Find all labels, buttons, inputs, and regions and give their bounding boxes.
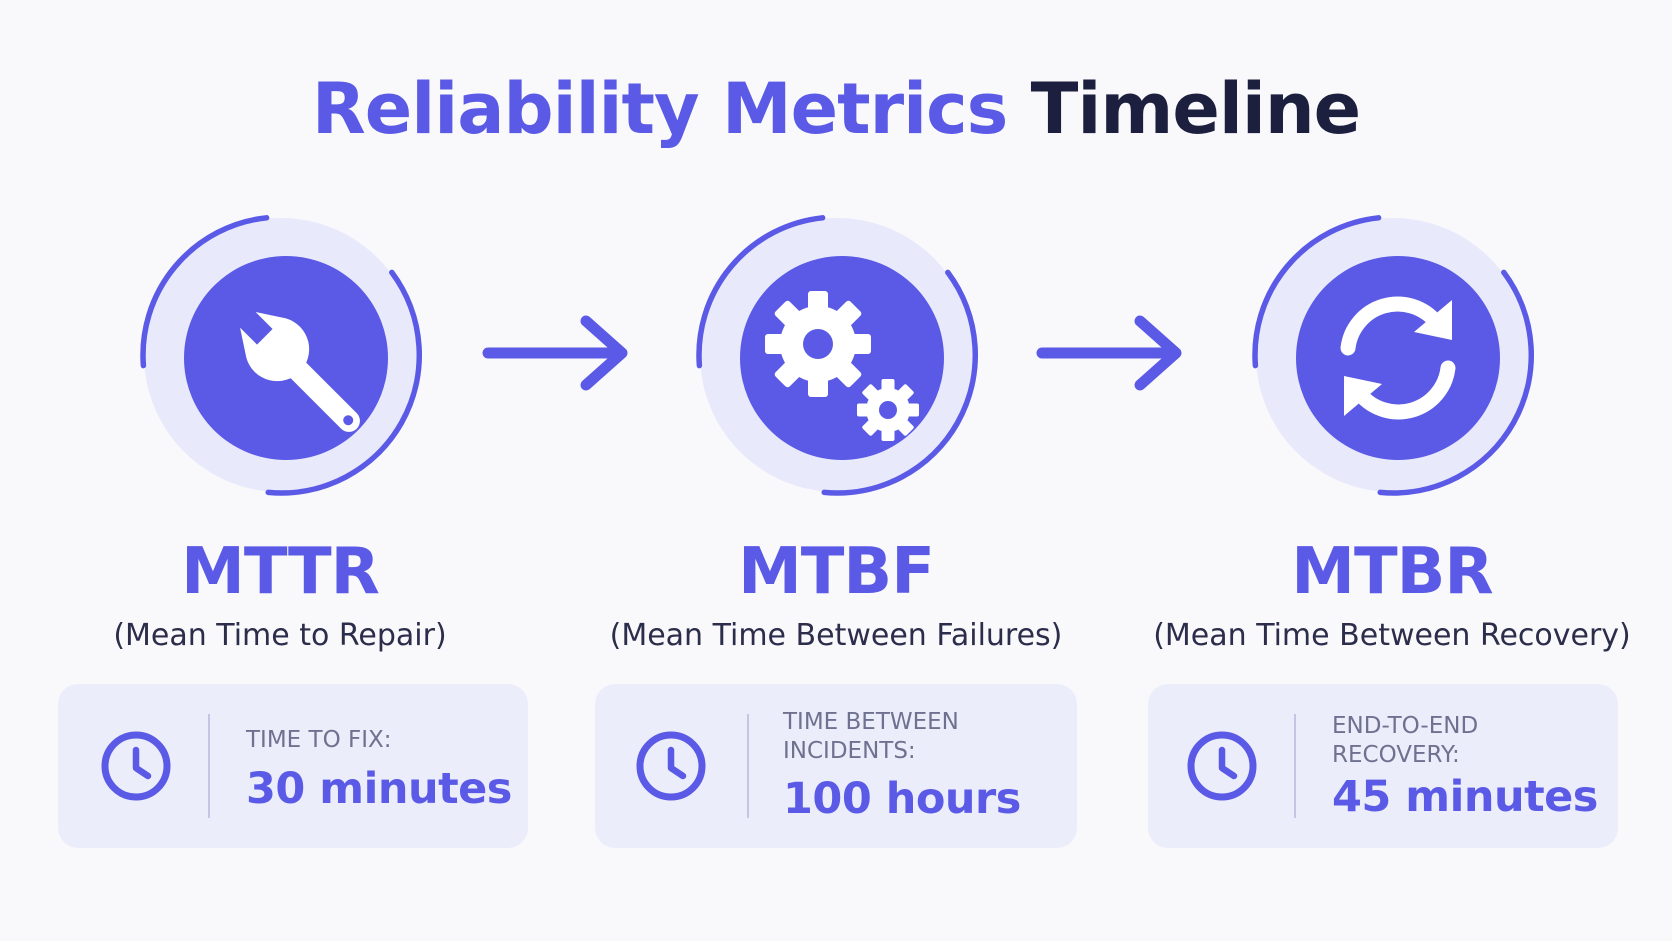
mtbr-card-label-line-1: END-TO-END (1332, 713, 1479, 739)
metric-mttr: MTTR (Mean Time to Repair) TIME TO FIX: … (0, 0, 560, 941)
mtbf-card-value: 100 hours (783, 774, 1021, 824)
mttr-card-label: TIME TO FIX: (246, 726, 392, 755)
mttr-emblem (126, 200, 436, 510)
metric-mtbf: MTBF (Mean Time Between Failures) TIME B… (556, 0, 1116, 941)
mtbr-emblem (1238, 200, 1548, 510)
mttr-card-value: 30 minutes (246, 764, 512, 814)
clock-icon (1184, 728, 1260, 804)
mtbf-emblem (682, 200, 992, 510)
mttr-full-name: (Mean Time to Repair) (113, 618, 447, 653)
mttr-title: MTTR (181, 535, 380, 609)
mtbr-card-label: END-TO-END RECOVERY: (1332, 712, 1478, 770)
mtbf-card-label-line-1: TIME BETWEEN (783, 709, 959, 735)
mtbr-full-name: (Mean Time Between Recovery) (1153, 618, 1631, 653)
clock-icon (633, 728, 709, 804)
wrench-icon (140, 215, 423, 496)
mtbr-card: END-TO-END RECOVERY: 45 minutes (1148, 684, 1618, 848)
card-divider (208, 714, 210, 818)
clock-icon (98, 728, 174, 804)
title-dark: Timeline (1030, 68, 1361, 150)
mtbr-title: MTBR (1291, 535, 1493, 609)
mtbf-card-label: TIME BETWEEN INCIDENTS: (783, 708, 959, 766)
mtbr-card-label-line-2: RECOVERY: (1332, 742, 1460, 768)
card-divider (1294, 714, 1296, 818)
mtbf-full-name: (Mean Time Between Failures) (609, 618, 1063, 653)
gears-icon (696, 215, 979, 496)
mtbf-title: MTBF (738, 535, 935, 609)
mtbf-card-label-line-2: INCIDENTS: (783, 738, 916, 764)
arrow-right-icon (482, 313, 638, 393)
title-accent: Reliability Metrics (311, 68, 1008, 150)
mtbr-card-value: 45 minutes (1332, 772, 1598, 822)
page-title: Reliability Metrics Timeline (0, 64, 1672, 154)
arrow-right-icon (1036, 313, 1192, 393)
card-divider (747, 714, 749, 818)
mttr-card-label-line-1: TIME TO FIX: (246, 727, 392, 753)
mtbf-card: TIME BETWEEN INCIDENTS: 100 hours (595, 684, 1077, 848)
metric-mtbr: MTBR (Mean Time Between Recovery) END-TO… (1112, 0, 1672, 941)
refresh-icon (1252, 215, 1535, 496)
mttr-card: TIME TO FIX: 30 minutes (58, 684, 528, 848)
